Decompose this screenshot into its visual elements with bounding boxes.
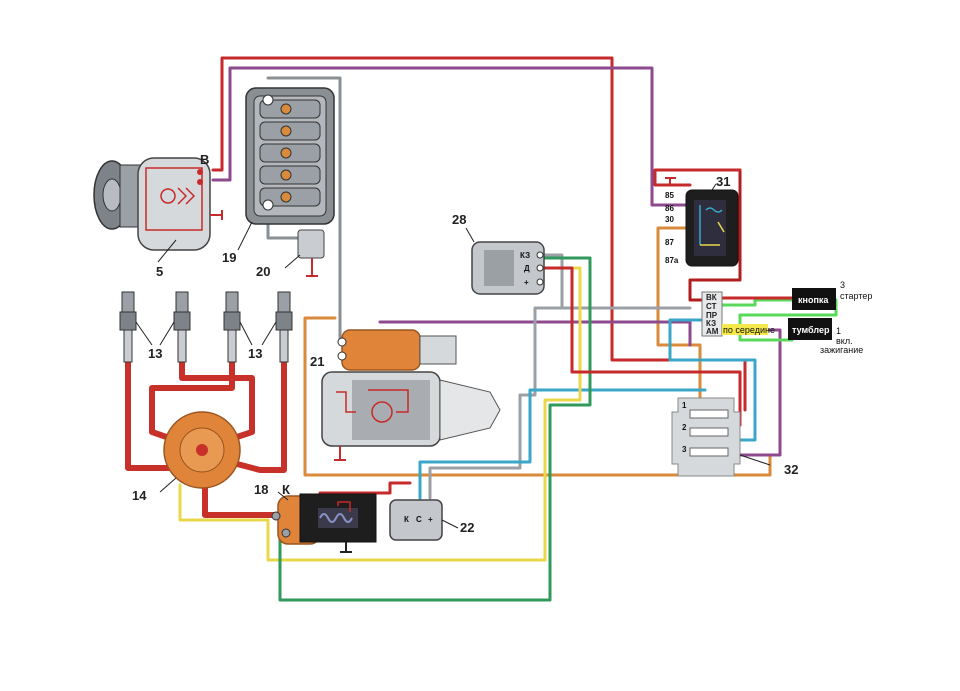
spark-plug-2 <box>173 291 191 363</box>
relay-20-body <box>297 229 325 259</box>
terminal-pr: ПР <box>706 311 718 320</box>
fuse-row-2 <box>259 121 321 141</box>
starter-button <box>792 288 836 310</box>
ignition-pin-1: 1 <box>682 401 687 410</box>
regulator-pin-plus: + <box>524 278 529 287</box>
wire-brightgreen-button <box>718 298 794 307</box>
relay-31-label: 31 <box>716 174 730 189</box>
distributor-label: 14 <box>132 488 147 503</box>
ignition-switch-label: 32 <box>784 462 798 477</box>
relay-20-label: 20 <box>256 264 270 279</box>
wire-red-relay-85 <box>653 168 742 187</box>
button-number: 3 <box>840 280 845 290</box>
switch-pin-plus: + <box>428 515 433 524</box>
middle-note-highlight <box>722 324 768 335</box>
wire-grey-battery <box>266 76 342 342</box>
switch-pin-k: К <box>404 515 409 524</box>
ignition-switch-32: 1 2 3 32 <box>671 397 798 477</box>
starter-button-label: кнопка <box>798 295 829 305</box>
regulator-28: КЗ Д + 28 <box>452 212 545 295</box>
fuse-row-4 <box>259 165 321 185</box>
ignition-pin-2: 2 <box>682 423 687 432</box>
terminal-kz: КЗ <box>706 319 716 328</box>
spark-plugs-left-label: 13 <box>148 346 162 361</box>
terminal-block: ВК СТ ПР КЗ АМ по середине <box>701 291 775 337</box>
wire-blue-1 <box>668 318 757 442</box>
terminal-st: СТ <box>706 302 717 311</box>
spark-plug-4 <box>275 291 293 363</box>
starter-solenoid <box>341 329 421 371</box>
switch-22-label: 22 <box>460 520 474 535</box>
middle-note: по середине <box>723 325 775 335</box>
button-group: кнопка 3 стартер <box>792 280 872 310</box>
coil-label: 18 <box>254 482 268 497</box>
starter: 21 <box>310 329 501 461</box>
relay-pin-86: 86 <box>665 204 674 213</box>
fuse-box: 19 <box>222 87 335 265</box>
switch-22: К С + 22 <box>389 499 474 541</box>
relay-pin-85: 85 <box>665 191 674 200</box>
toggle-caption-line1: вкл. <box>836 336 853 346</box>
terminal-vk: ВК <box>706 293 717 302</box>
distributor: 14 <box>132 411 241 503</box>
terminal-block-body <box>701 291 723 337</box>
regulator-28-label: 28 <box>452 212 466 227</box>
button-caption: стартер <box>840 291 872 301</box>
alternator-terminal-label: В <box>200 152 209 167</box>
wire-red-relay <box>688 168 742 302</box>
alternator-body <box>137 157 211 251</box>
toggle-group: тумблер 1 вкл. зажигание <box>788 318 863 355</box>
spark-plug-3 <box>223 291 241 363</box>
relay-pin-87a: 87a <box>665 256 679 265</box>
minus-terminal-icon <box>262 199 274 211</box>
wire-purple-starter <box>378 320 692 347</box>
wire-grey-regulator <box>538 253 692 310</box>
plus-terminal-icon <box>262 94 274 106</box>
relay-20: 20 <box>256 229 325 279</box>
toggle-caption-line2: зажигание <box>820 345 863 355</box>
wire-green <box>278 256 592 602</box>
relay-31: 85 86 30 87 87a 31 <box>665 174 739 267</box>
regulator-pin-d: Д <box>524 264 530 273</box>
fuse-row-3 <box>259 143 321 163</box>
relay-pin-87: 87 <box>665 238 674 247</box>
spark-plugs: 13 13 <box>119 291 293 363</box>
wire-yellow <box>178 266 582 562</box>
wire-blue-2 <box>418 388 707 500</box>
wire-red-long <box>533 266 742 427</box>
wire-red-coil <box>318 481 412 495</box>
spark-plug-1 <box>119 291 137 363</box>
starter-label: 21 <box>310 354 324 369</box>
ignition-pin-3: 3 <box>682 445 687 454</box>
switch-pin-s: С <box>416 515 422 524</box>
alternator: В 5 <box>93 152 223 279</box>
ignition-toggle-label: тумблер <box>792 325 830 335</box>
fuse-row-5 <box>259 187 321 207</box>
regulator-pin-kz: КЗ <box>520 251 530 260</box>
relay-pin-30: 30 <box>665 215 674 224</box>
ignition-coil: 18 К <box>254 482 377 553</box>
alternator-label: 5 <box>156 264 163 279</box>
fuse-row-1 <box>259 99 321 119</box>
wire-purple-top <box>211 66 692 207</box>
fuse-box-label: 19 <box>222 250 236 265</box>
toggle-number: 1 <box>836 326 841 336</box>
ignition-toggle <box>788 318 832 340</box>
coil-terminal-label: К <box>282 482 290 497</box>
wire-grey-coil <box>428 306 564 500</box>
terminal-am: АМ <box>706 327 719 336</box>
spark-plugs-right-label: 13 <box>248 346 262 361</box>
